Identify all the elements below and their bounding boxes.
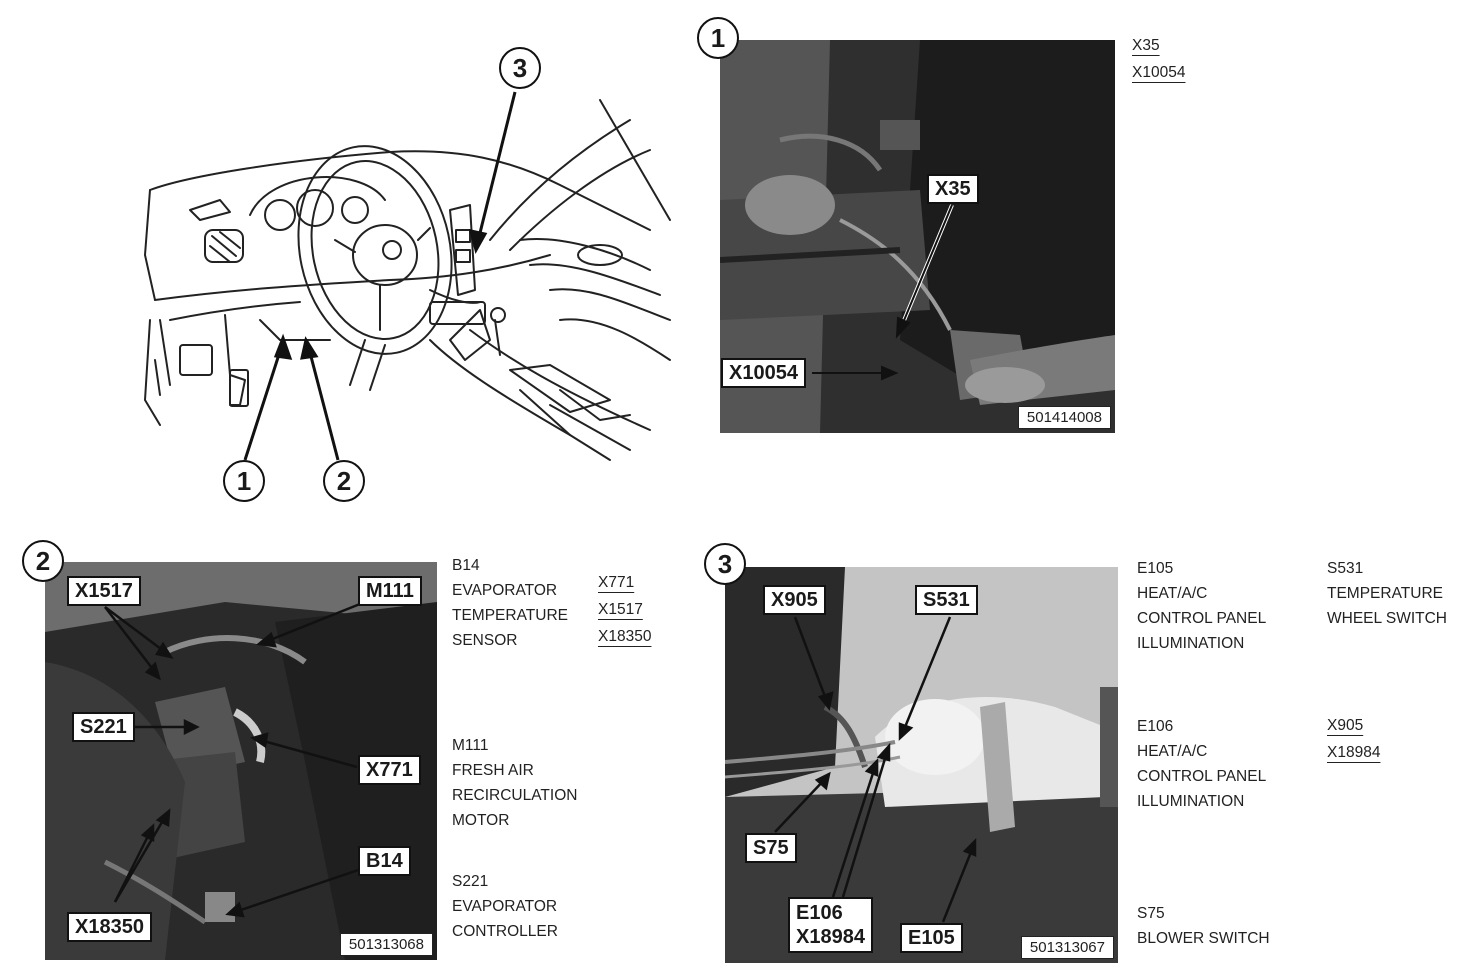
legend-item: X1517 xyxy=(598,601,643,618)
panel2-callout-x771: X771 xyxy=(358,755,421,785)
legend-line: MOTOR xyxy=(452,812,510,829)
legend-line: SENSOR xyxy=(452,632,518,649)
callout-circle-2: 2 xyxy=(323,460,365,502)
panel1-figure-number: 501414008 xyxy=(1017,406,1111,429)
panel2-legend-m111: M111 FRESH AIR RECIRCULATION MOTOR xyxy=(452,733,577,833)
legend-line: FRESH AIR xyxy=(452,762,534,779)
legend-item: X18984 xyxy=(1327,744,1381,761)
legend-line: HEAT/A/C xyxy=(1137,743,1208,760)
panel1-number-circle: 1 xyxy=(697,17,739,59)
panel3-legend-s531: S531 TEMPERATURE WHEEL SWITCH xyxy=(1327,556,1447,631)
legend-line: CONTROL PANEL xyxy=(1137,610,1267,627)
panel2-arrows xyxy=(104,600,368,918)
legend-line: B14 xyxy=(452,557,480,574)
panel3-callout-e105: E105 xyxy=(900,923,963,953)
panel2-legend-s221: S221 EVAPORATOR CONTROLLER xyxy=(452,869,558,944)
panel1-legend: X35 X10054 xyxy=(1132,32,1185,86)
callout-circle-3: 3 xyxy=(499,47,541,89)
panel2-figure-number: 501313068 xyxy=(339,933,433,956)
panel2-callout-s221: S221 xyxy=(72,712,135,742)
panel2-legend-connectors: X771 X1517 X18350 xyxy=(598,569,651,650)
panel2-callout-m111: M111 xyxy=(358,576,422,606)
legend-line: WHEEL SWITCH xyxy=(1327,610,1447,627)
legend-line: TEMPERATURE xyxy=(1327,585,1443,602)
panel2-number-circle: 2 xyxy=(22,540,64,582)
legend-line: E106 xyxy=(1137,718,1174,735)
legend-line: S221 xyxy=(452,873,489,890)
panel3-number-circle: 3 xyxy=(704,543,746,585)
legend-line: CONTROLLER xyxy=(452,923,558,940)
legend-line: EVAPORATOR xyxy=(452,898,558,915)
panel3-arrows xyxy=(774,616,977,923)
legend-line: ILLUMINATION xyxy=(1137,635,1245,652)
panel1-arrows xyxy=(812,204,954,381)
panel3-callout-x18984: X18984 xyxy=(796,926,865,948)
panel1-callout-x10054: X10054 xyxy=(721,358,806,388)
legend-item: X18350 xyxy=(598,628,652,645)
panel2-photo: X1517 M111 S221 X771 B14 X18350 50131306… xyxy=(45,562,437,960)
panel1-photo: X35 X10054 501414008 xyxy=(720,40,1115,433)
legend-line: HEAT/A/C xyxy=(1137,585,1208,602)
panel3-figure-number: 501313067 xyxy=(1020,936,1114,959)
legend-item: X10054 xyxy=(1132,64,1186,81)
legend-item: X35 xyxy=(1132,37,1160,54)
panel2-callout-x18350: X18350 xyxy=(67,912,152,942)
legend-line: EVAPORATOR xyxy=(452,582,558,599)
panel2-legend-b14: B14 EVAPORATOR TEMPERATURE SENSOR xyxy=(452,553,568,653)
legend-line: RECIRCULATION xyxy=(452,787,578,804)
legend-line: ILLUMINATION xyxy=(1137,793,1245,810)
legend-line: E105 xyxy=(1137,560,1174,577)
panel3-callout-x905: X905 xyxy=(763,585,826,615)
panel3-callout-s531: S531 xyxy=(915,585,978,615)
legend-line: TEMPERATURE xyxy=(452,607,568,624)
legend-item: X905 xyxy=(1327,717,1364,734)
panel3-legend-e105: E105 HEAT/A/C CONTROL PANEL ILLUMINATION xyxy=(1137,556,1266,656)
panel3-legend-e106: E106 HEAT/A/C CONTROL PANEL ILLUMINATION xyxy=(1137,714,1266,814)
dashboard-overview-drawing xyxy=(144,91,671,461)
legend-line: S531 xyxy=(1327,560,1364,577)
legend-item: X771 xyxy=(598,574,635,591)
panel1-photo-texture xyxy=(720,40,1115,433)
panel2-callout-b14: B14 xyxy=(358,846,411,876)
panel2-callout-x1517: X1517 xyxy=(67,576,141,606)
panel3-callout-e106: E106 xyxy=(796,902,843,924)
legend-line: M111 xyxy=(452,737,489,754)
panel3-photo: X905 S531 S75 E106 X18984 E105 501313067 xyxy=(725,567,1118,963)
panel1-callout-x35: X35 xyxy=(927,174,979,204)
panel3-legend-connectors: X905 X18984 xyxy=(1327,712,1380,766)
panel3-legend-s75: S75 BLOWER SWITCH xyxy=(1137,901,1270,951)
panel3-callout-s75: S75 xyxy=(745,833,797,863)
legend-line: S75 xyxy=(1137,905,1165,922)
panel3-callout-e106-x18984: E106 X18984 xyxy=(788,897,873,953)
legend-line: CONTROL PANEL xyxy=(1137,768,1267,785)
callout-circle-1: 1 xyxy=(223,460,265,502)
legend-line: BLOWER SWITCH xyxy=(1137,930,1270,947)
